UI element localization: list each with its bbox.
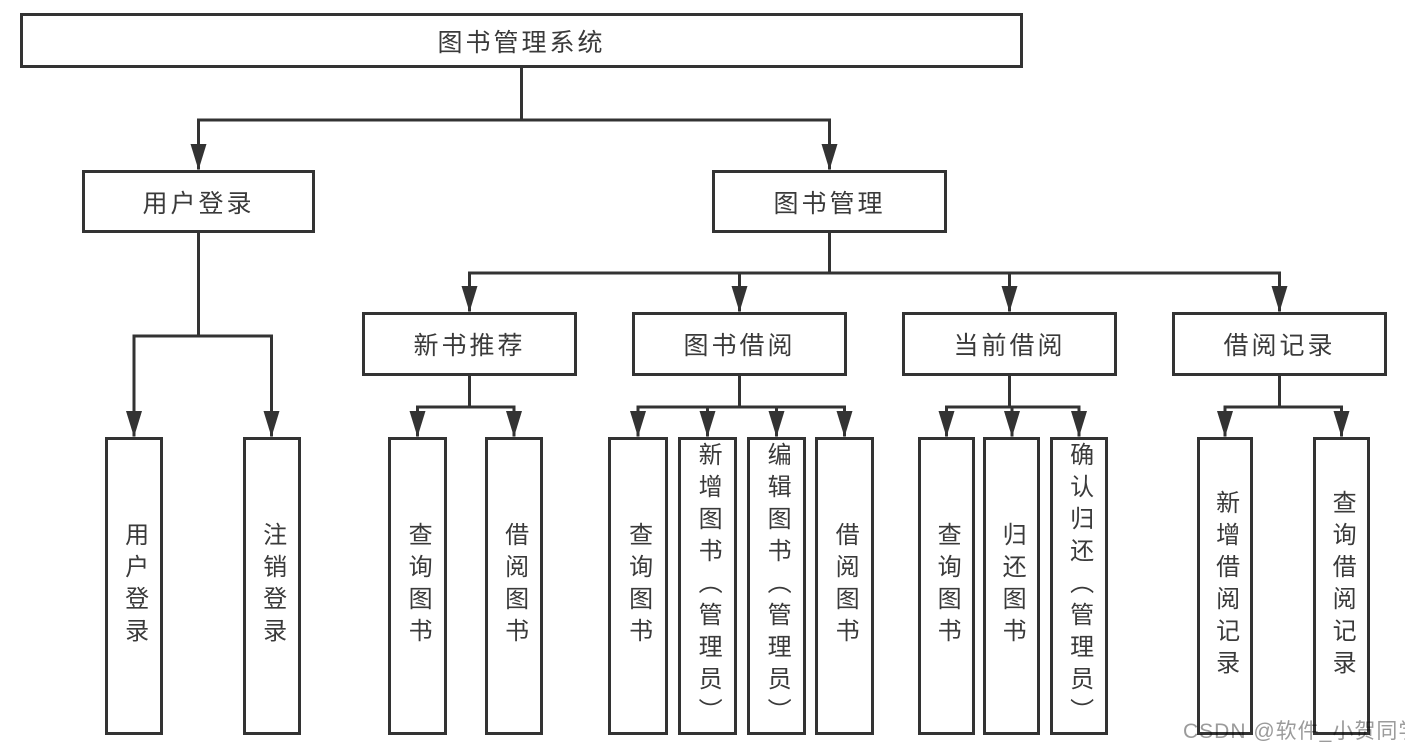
node-current-borrowing: 当前借阅	[902, 312, 1117, 376]
node-user-login: 用户登录	[82, 170, 315, 233]
arrowhead-icon	[190, 144, 207, 170]
arrowhead-icon	[731, 286, 748, 312]
node-new-book-recommend: 新书推荐	[362, 312, 577, 376]
node-label: 新书推荐	[413, 332, 526, 360]
leaf-logout: 注销登录	[243, 437, 301, 735]
node-label: 查询图书	[933, 522, 961, 650]
node-label: 用户登录	[120, 522, 148, 650]
node-label: 编辑图书（管理员）	[763, 442, 791, 730]
arrowhead-icon	[699, 411, 716, 437]
arrowhead-icon	[461, 286, 478, 312]
arrowhead-icon	[126, 411, 142, 437]
arrowhead-icon	[1004, 411, 1020, 437]
node-book-management: 图书管理	[712, 170, 947, 233]
arrowhead-icon	[409, 411, 426, 437]
node-label: 借阅记录	[1223, 332, 1336, 360]
leaf-bb-query-books: 查询图书	[608, 437, 668, 735]
arrowhead-icon	[836, 411, 853, 437]
node-label: 图书管理	[773, 189, 886, 218]
node-label: 新增借阅记录	[1211, 490, 1239, 682]
watermark: CSDN @软件_小贺同学	[1183, 720, 1405, 743]
leaf-bb-add-books-admin: 新增图书（管理员）	[678, 437, 737, 735]
arrowhead-icon	[768, 411, 785, 437]
node-label: 借阅图书	[831, 522, 859, 650]
arrowhead-icon	[1071, 411, 1087, 437]
connector-path	[132, 66, 1343, 437]
arrowhead-icon	[630, 411, 646, 437]
leaf-cb-return-books: 归还图书	[983, 437, 1040, 735]
node-label: 查询图书	[404, 522, 432, 650]
leaf-bb-edit-books-admin: 编辑图书（管理员）	[747, 437, 806, 735]
leaf-cb-confirm-return-admin: 确认归还（管理员）	[1050, 437, 1108, 735]
node-label: 查询借阅记录	[1328, 490, 1356, 682]
arrowhead-icon	[506, 411, 522, 437]
arrowhead-icon	[821, 144, 838, 170]
leaf-br-query-record: 查询借阅记录	[1313, 437, 1370, 735]
arrowhead-icon	[1271, 286, 1288, 312]
leaf-bb-borrow-books: 借阅图书	[815, 437, 874, 735]
node-label: 确认归还（管理员）	[1065, 442, 1093, 730]
leaf-nb-query-books: 查询图书	[388, 437, 447, 735]
node-label: 当前借阅	[953, 332, 1066, 360]
node-label: 新增图书（管理员）	[694, 442, 722, 730]
node-label: 归还图书	[998, 522, 1026, 650]
arrowhead-icon	[1217, 411, 1233, 437]
node-label: 用户登录	[142, 189, 255, 218]
arrowhead-icon	[1333, 411, 1350, 437]
node-label: 注销登录	[258, 522, 286, 650]
arrowhead-icon	[938, 411, 955, 437]
node-label: 查询图书	[624, 522, 652, 650]
leaf-br-add-record: 新增借阅记录	[1197, 437, 1253, 735]
leaf-cb-query-books: 查询图书	[918, 437, 975, 735]
node-borrowing-records: 借阅记录	[1172, 312, 1387, 376]
leaf-user-login: 用户登录	[105, 437, 163, 735]
node-label: 图书借阅	[683, 332, 796, 360]
arrowheads	[126, 144, 1350, 437]
node-root: 图书管理系统	[20, 13, 1023, 68]
node-label: 借阅图书	[500, 522, 528, 650]
node-book-borrowing: 图书借阅	[632, 312, 847, 376]
arrowhead-icon	[1001, 286, 1018, 312]
arrowhead-icon	[263, 411, 280, 437]
leaf-nb-borrow-books: 借阅图书	[485, 437, 543, 735]
node-label: 图书管理系统	[437, 28, 606, 57]
